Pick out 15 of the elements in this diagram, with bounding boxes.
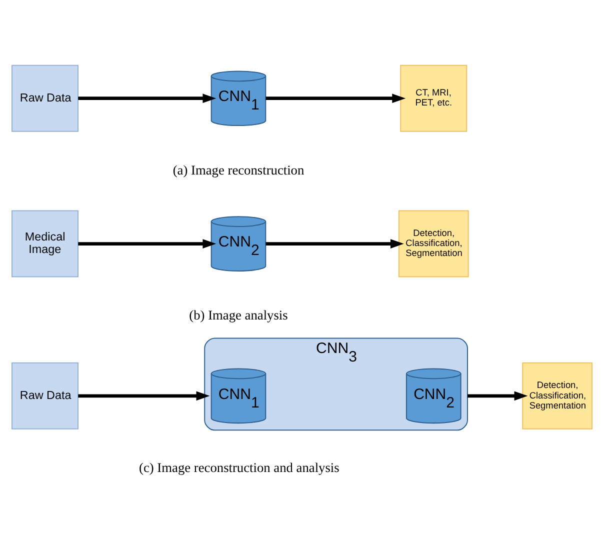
node-box: Detection, Classification, Segmentation xyxy=(398,210,469,277)
label: (c) Image reconstruction and analysis xyxy=(139,459,340,474)
node-box: CT, MRI, PET, etc. xyxy=(400,64,468,132)
arrow xyxy=(78,390,210,400)
label: (b) Image analysis xyxy=(189,307,288,322)
arrow xyxy=(78,93,216,103)
node-box: Raw Data xyxy=(11,362,79,429)
arrow xyxy=(78,238,216,248)
node-box: Raw Data xyxy=(11,64,79,132)
arrow xyxy=(467,390,528,400)
node-box: Medical Image xyxy=(11,210,79,277)
arrow xyxy=(266,238,404,248)
label: (a) Image reconstruction xyxy=(172,162,304,177)
arrow xyxy=(266,93,406,103)
node-box: Detection, Classification, Segmentation xyxy=(522,362,593,429)
